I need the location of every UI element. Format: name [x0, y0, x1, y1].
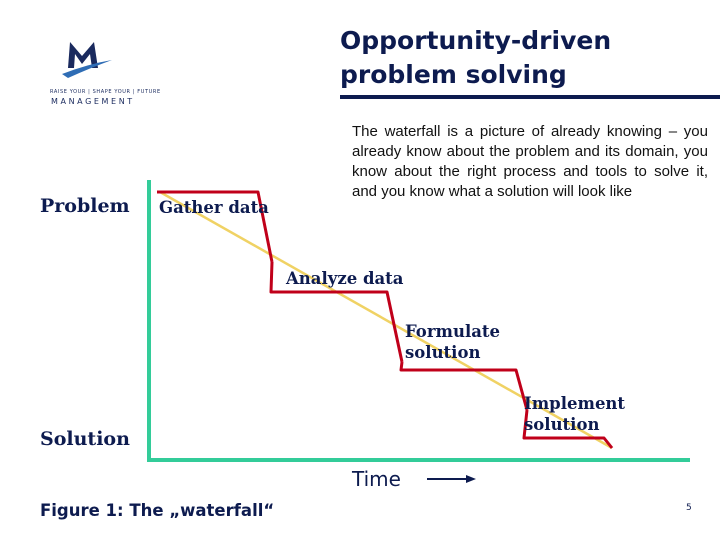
step-gather-data [157, 190, 274, 263]
page-number: 5 [686, 503, 692, 513]
step-label-gather-data: Gather data [159, 198, 269, 217]
title-underline [340, 95, 720, 99]
y-axis-bottom-label: Solution [40, 428, 130, 450]
x-axis-label: Time [352, 467, 401, 491]
logo-tagline: RAISE YOUR | SHAPE YOUR | FUTURE [50, 89, 161, 95]
company-logo [62, 42, 112, 78]
title-line-1: Opportunity-driven [340, 26, 612, 55]
step-formulate-solution [399, 361, 529, 411]
figure-caption: Figure 1: The „waterfall“ [40, 501, 275, 520]
step-analyze-data [269, 261, 404, 363]
step-label-implement-solution: Implement solution [524, 394, 626, 434]
page-title: Opportunity-driven problem solving [340, 24, 720, 92]
trend-line [159, 190, 613, 450]
step-implement-solution [522, 409, 614, 449]
time-arrow-head [466, 475, 476, 483]
logo-m-mark [68, 42, 98, 68]
waterfall-description: The waterfall is a picture of already kn… [352, 123, 708, 200]
logo-swoosh [62, 60, 112, 78]
step-label-analyze-data: Analyze data [286, 269, 404, 288]
y-axis-top-label: Problem [40, 195, 130, 217]
logo-wordmark: MANAGEMENT [51, 97, 135, 106]
step-label-formulate-solution: Formulate solution [405, 322, 501, 362]
title-line-2: problem solving [340, 60, 567, 89]
